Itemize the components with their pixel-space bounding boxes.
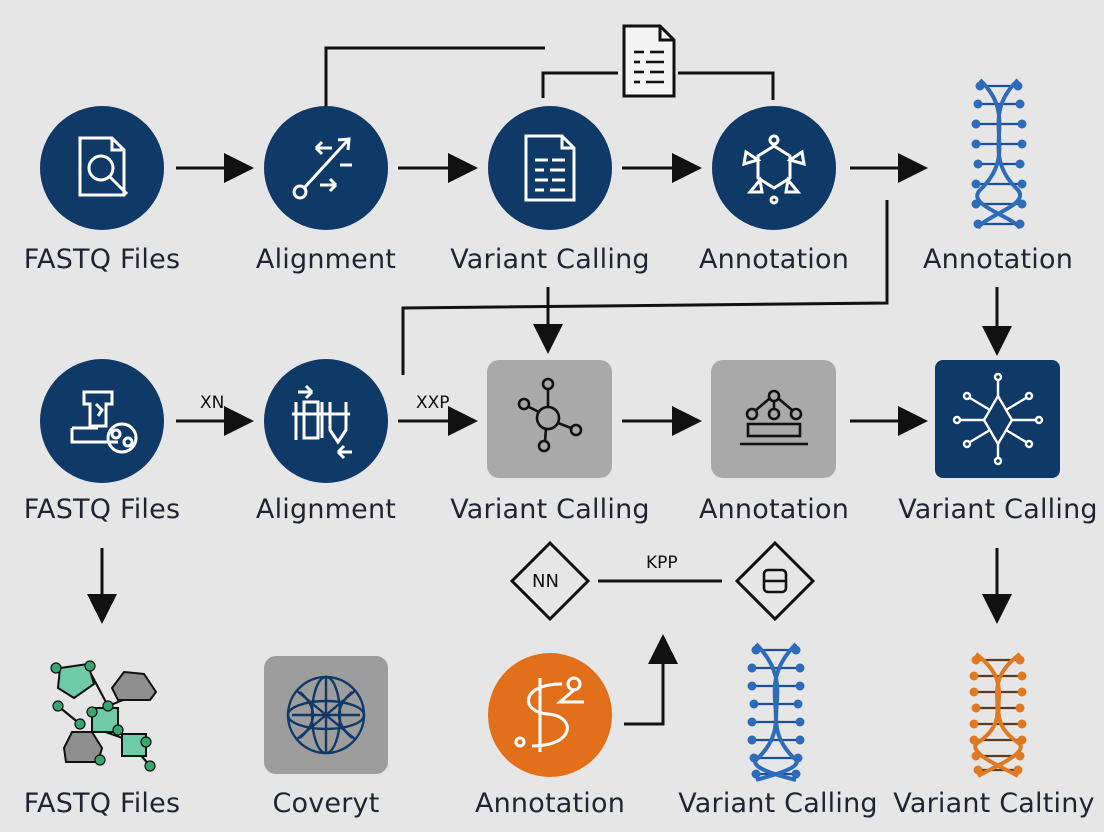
top-bracket-left-connector: [324, 46, 545, 113]
label-row3-fastq: FASTQ Files: [23, 788, 181, 819]
label-row3-annotation: Annotation: [474, 788, 626, 819]
diamond-nn-label: NN: [532, 571, 559, 592]
hierarchy-platform-icon: [740, 389, 808, 446]
dna-helix-orange-icon: [969, 652, 1027, 778]
label-row3-variant-calling: Variant Calling: [678, 788, 878, 819]
label-row2-variant-calling: Variant Calling: [450, 494, 650, 525]
label-row1-fastq: FASTQ Files: [23, 244, 181, 275]
label-row1-annotation: Annotation: [698, 244, 850, 275]
graph-network-icon: [50, 660, 158, 772]
node-row3-coveryt: [264, 656, 388, 774]
turtle-network-icon: [742, 134, 806, 205]
file-search-icon: [78, 136, 129, 197]
node-row2-fastq: [40, 359, 164, 483]
label-row3-variant-caltiny: Variant Caltiny: [893, 788, 1095, 819]
label-row2-variant-calling-right: Variant Calling: [898, 494, 1098, 525]
diamond-nn: [509, 540, 591, 622]
gene-swirl-icon: [514, 676, 584, 752]
junction-up-arrow: [624, 634, 678, 726]
label-row2-fastq: FASTQ Files: [23, 494, 181, 525]
node-row1-alignment: [264, 106, 388, 230]
node-row1-variant-calling: [488, 106, 612, 230]
globe-mesh-icon: [286, 675, 366, 755]
label-row1-annotation-right: Annotation: [922, 244, 1074, 275]
top-bracket-doc-right-connector: [678, 71, 775, 100]
label-row1-variant-calling: Variant Calling: [450, 244, 650, 275]
edge-label-xxp: XXP: [416, 393, 450, 413]
connectors: [87, 46, 1012, 726]
molecule-network-icon: [517, 377, 583, 453]
test-tube-rack-icon: [292, 384, 352, 460]
diamond-database: [734, 540, 816, 622]
edge-label-xn: XN: [200, 393, 225, 413]
node-row3-annotation: [488, 653, 612, 777]
node-row2-annotation: [711, 360, 836, 478]
label-row3-coveryt: Coveryt: [272, 788, 380, 819]
document-icon: [622, 24, 676, 98]
feedback-connector: [401, 200, 889, 375]
node-row2-alignment: [264, 359, 388, 483]
node-row2-variant-calling: [487, 360, 612, 478]
label-row2-alignment: Alignment: [255, 494, 397, 525]
node-row1-fastq: [40, 106, 164, 230]
label-row2-annotation: Annotation: [698, 494, 850, 525]
top-bracket-doc-left-connector: [541, 71, 618, 98]
junction-label-kpp: KPP: [646, 553, 678, 573]
dna-helix-icon: [971, 78, 1027, 230]
label-row1-alignment: Alignment: [255, 244, 397, 275]
node-row1-annotation: [712, 106, 836, 230]
dna-helix-blue-icon: [747, 642, 805, 782]
alignment-arrows-icon: [292, 137, 352, 200]
document-list-icon: [524, 134, 576, 202]
lab-bench-icon: [70, 390, 138, 454]
database-icon: [762, 568, 788, 594]
network-star-icon: [952, 372, 1044, 466]
node-row2-variant-calling-right: [935, 360, 1060, 478]
